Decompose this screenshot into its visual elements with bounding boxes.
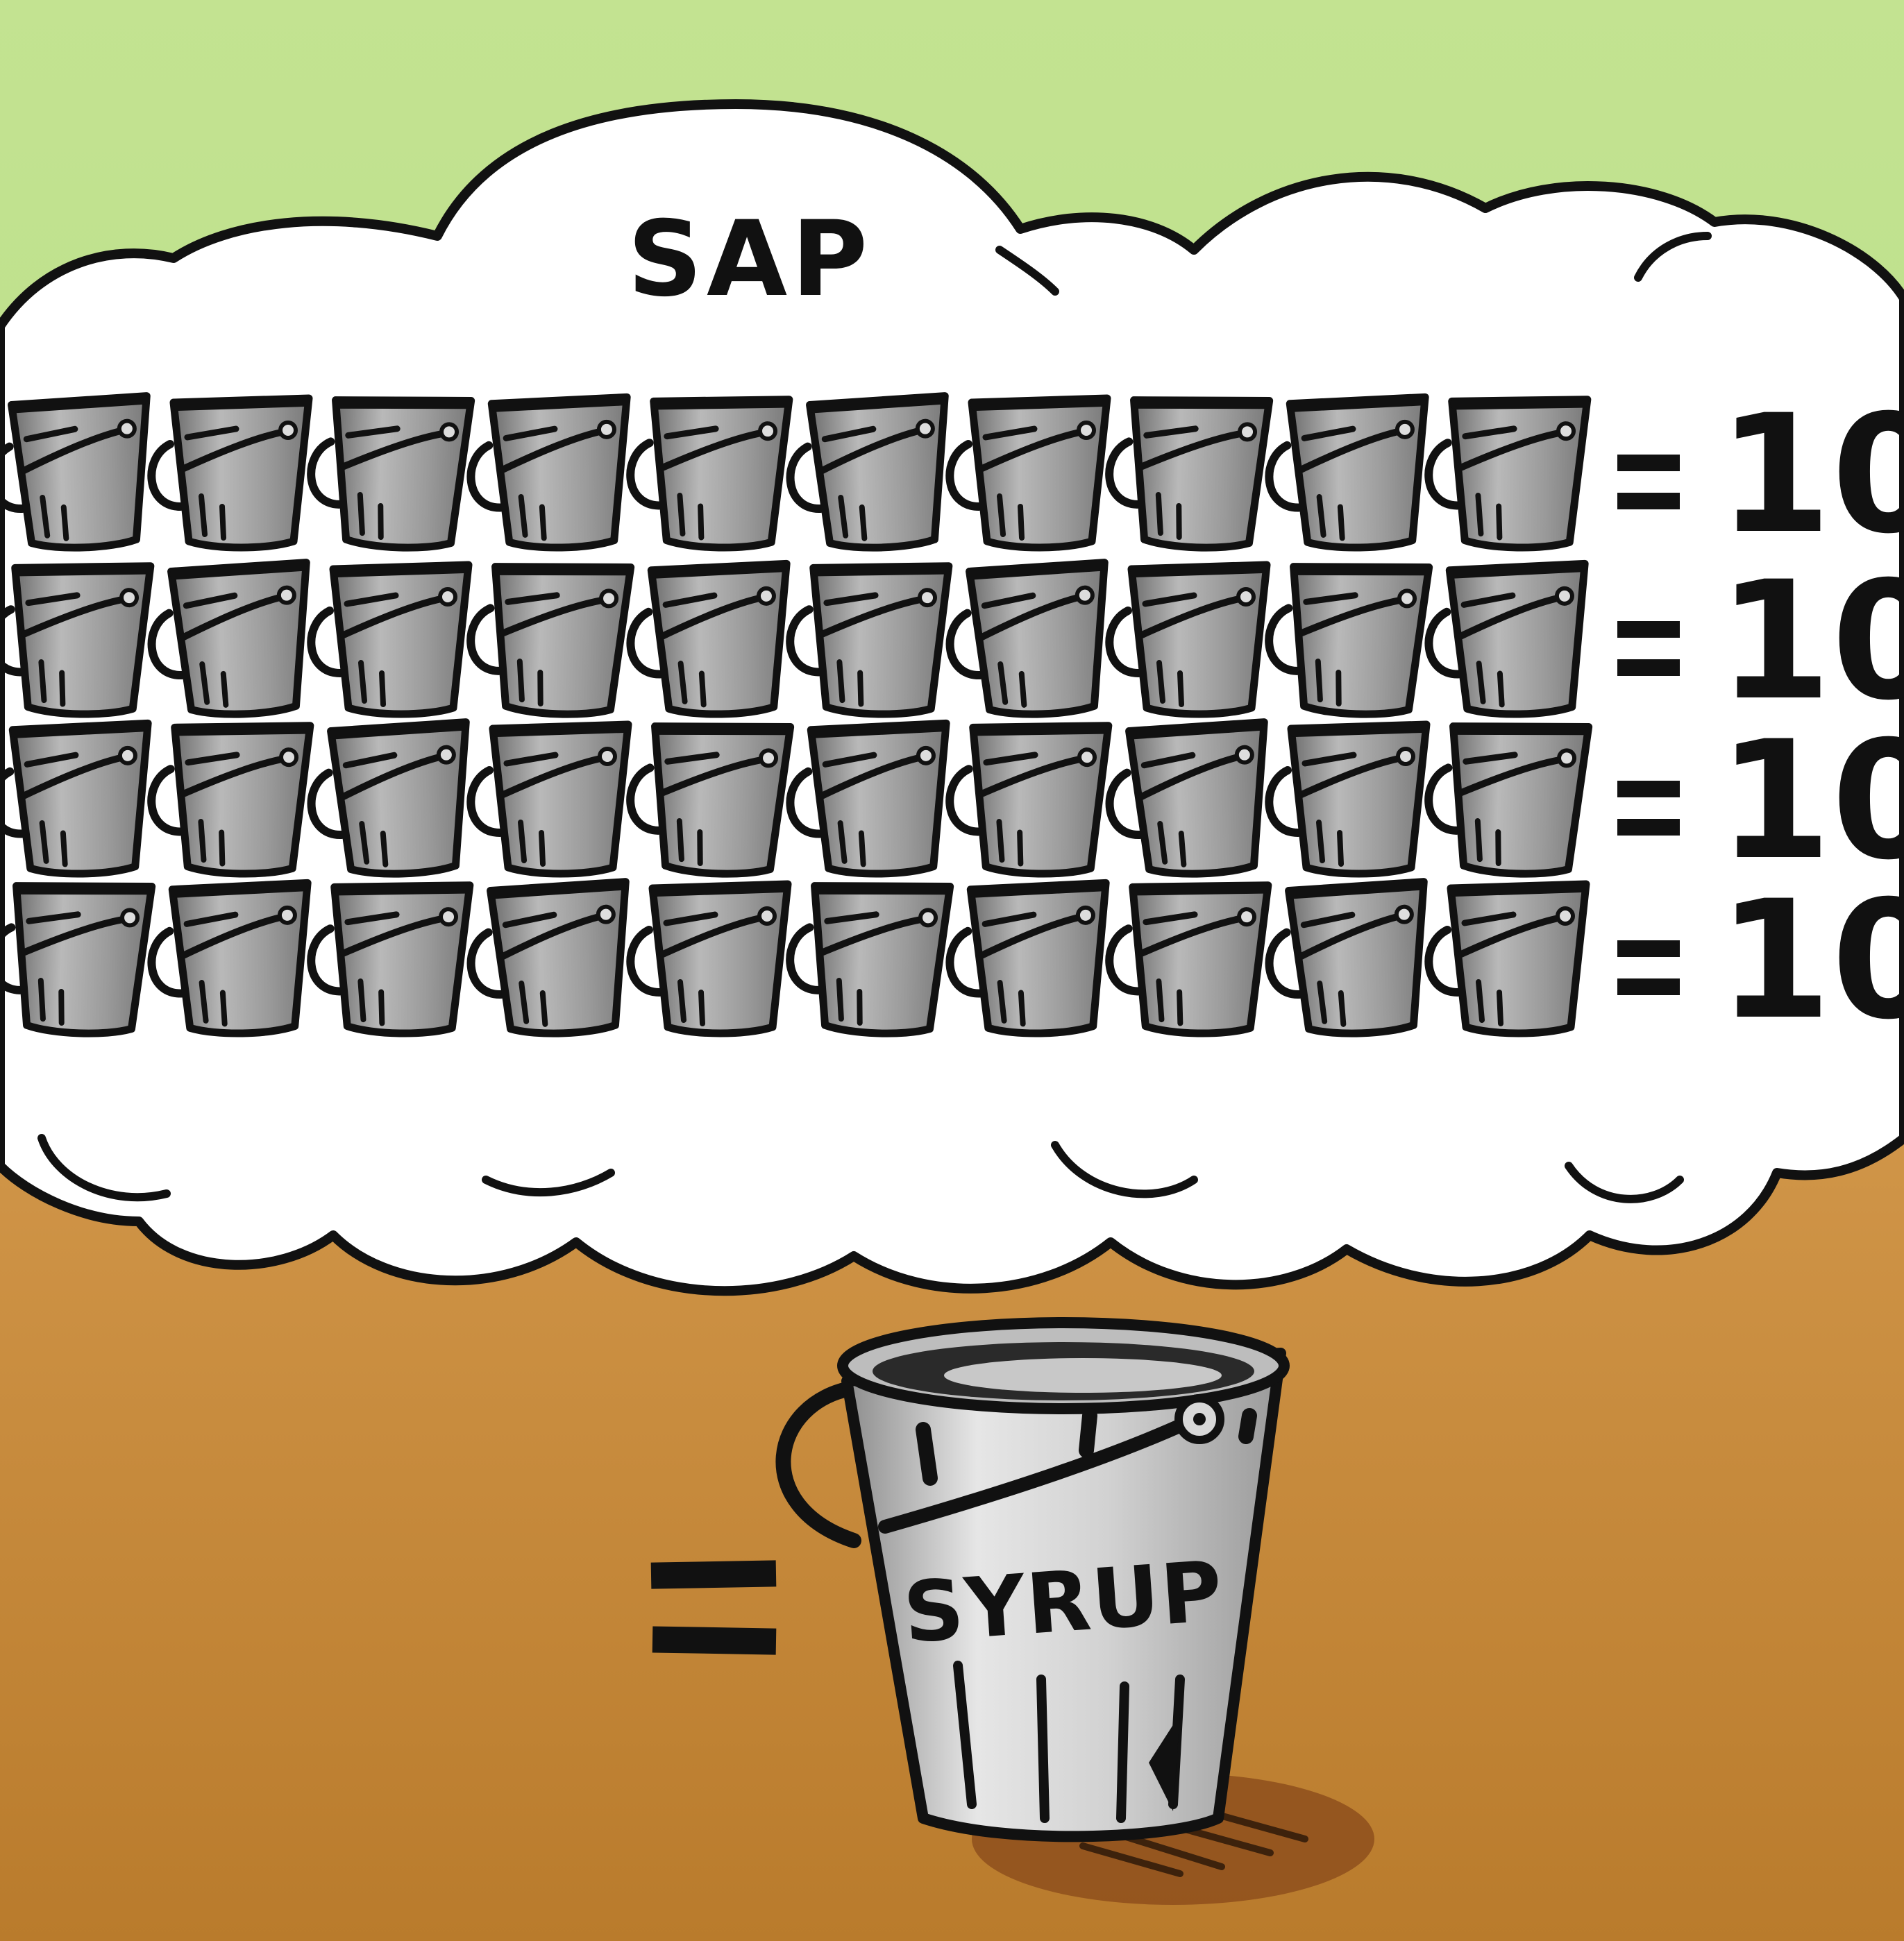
row-total: 10 [1718, 866, 1904, 1056]
sap-bucket [0, 881, 152, 1036]
sap-label: SAP [627, 199, 872, 320]
row-total: 10 [1718, 380, 1904, 570]
